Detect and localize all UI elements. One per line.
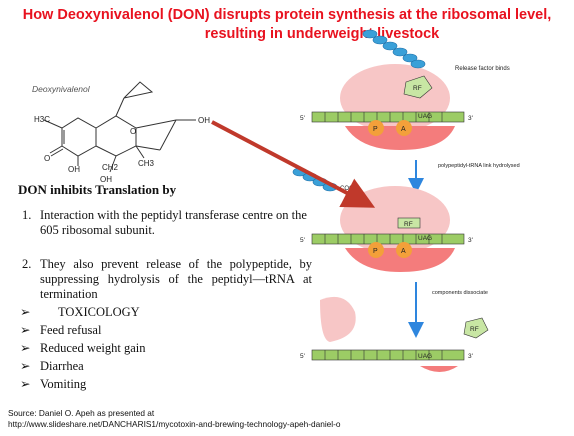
effect-item: ➢ Vomiting (20, 376, 86, 392)
three-prime-label: 3' (468, 115, 473, 122)
mrna-strand (311, 111, 465, 123)
epoxide-bond (115, 97, 125, 117)
ch2-label: CH2 (102, 163, 119, 172)
mechanism-item-2: 2. They also prevent release of the poly… (22, 257, 312, 302)
ch3-bond (135, 145, 145, 159)
toxicology-label: TOXICOLOGY (58, 305, 140, 319)
release-factor-shape (403, 75, 433, 99)
oh-bottom-label: OH (100, 175, 112, 184)
ketone-bond (49, 145, 63, 154)
effect-text: Vomiting (40, 377, 87, 391)
effect-text: Reduced weight gain (40, 341, 146, 355)
molecule-name: Deoxynivalenol (32, 84, 90, 94)
release-factor-shape (463, 317, 489, 339)
p-site-label: P (373, 248, 378, 255)
ketone-double-bond (50, 148, 64, 157)
three-prime-label: 3' (468, 237, 473, 244)
o-left-label: O (44, 154, 50, 163)
arrow-bullet-icon: ➢ (20, 341, 31, 355)
toxicology-bullet: ➢ TOXICOLOGY (20, 304, 140, 320)
oh-left-label: OH (68, 165, 80, 174)
oh-right-label: OH (198, 116, 210, 125)
release-factor-label: Release factor binds (455, 66, 510, 72)
item-text: They also prevent release of the polypep… (40, 257, 312, 301)
ring-c-bond (135, 119, 177, 129)
ch3-label: CH3 (138, 159, 155, 168)
ring-c-bond-side (159, 119, 177, 151)
rf-label: RF (470, 326, 479, 333)
effect-text: Feed refusal (40, 323, 102, 337)
p-site (368, 242, 384, 258)
ring-b-bond (95, 115, 137, 157)
a-site (396, 120, 412, 136)
arrow-bullet-icon: ➢ (20, 377, 31, 391)
mechanism-item-1: 1. Interaction with the peptidyl transfe… (22, 208, 312, 238)
source-line-1: Source: Daniel O. Apeh as presented at (8, 408, 155, 418)
codon-label: UAG (418, 353, 432, 360)
arrow-bullet-icon: ➢ (20, 323, 31, 337)
item-text: Interaction with the peptidyl transferas… (40, 208, 307, 237)
rf-label: RF (404, 221, 413, 228)
source-url: http://www.slideshare.net/DANCHARIS1/myc… (8, 419, 341, 429)
effect-text: Diarrhea (40, 359, 84, 373)
ch2-bond (109, 155, 117, 173)
epoxide-ring (123, 81, 154, 99)
a-site-label: A (401, 248, 406, 255)
a-site-label: A (401, 126, 406, 133)
o-ring-label: O (130, 127, 136, 136)
rf-label: RF (413, 85, 422, 92)
codon-label: UAG (418, 235, 432, 242)
methyl-bond-left (43, 119, 63, 129)
release-factor-shape (397, 217, 421, 229)
five-prime-label: 5' (300, 237, 305, 244)
panel-dissociation: 5' 3' UAG RF (300, 296, 489, 372)
p-site-label: P (373, 126, 378, 133)
p-site (368, 120, 384, 136)
item-number: 2. (22, 257, 32, 271)
item-number: 1. (22, 208, 32, 222)
hydrolysis-label: polypeptidyl-tRNA link hydrolysed (438, 163, 520, 169)
source-citation: Source: Daniel O. Apeh as presented at h… (8, 408, 341, 430)
arrow-bullet-icon: ➢ (20, 305, 31, 319)
ring-c-bond-lower (135, 145, 161, 151)
panel-hydrolysis: 5' 3' P A RF UAG COO⁻ (292, 167, 473, 272)
arrow-bullet-icon: ➢ (20, 359, 31, 373)
free-large-subunit (320, 296, 356, 342)
dissociate-label: components dissociate (432, 290, 488, 296)
panel-release-factor: 5' 3' P A RF UAG Release factor binds (300, 29, 510, 150)
title-line-1: How Deoxynivalenol (DON) disrupts protei… (22, 7, 552, 23)
inhibition-heading: DON inhibits Translation by (18, 182, 177, 197)
h3c-label: H3C (34, 115, 50, 124)
five-prime-label: 5' (300, 115, 305, 122)
mrna-strand (311, 349, 465, 361)
a-site (396, 242, 412, 258)
don-target-arrow (211, 120, 376, 208)
free-small-subunit (420, 366, 458, 372)
effect-item: ➢ Reduced weight gain (20, 340, 146, 356)
effect-item: ➢ Diarrhea (20, 358, 84, 374)
five-prime-label: 5' (300, 353, 305, 360)
effect-item: ➢ Feed refusal (20, 322, 101, 338)
codon-label: UAG (418, 113, 432, 120)
three-prime-label: 3' (468, 353, 473, 360)
mrna-strand (311, 233, 465, 245)
